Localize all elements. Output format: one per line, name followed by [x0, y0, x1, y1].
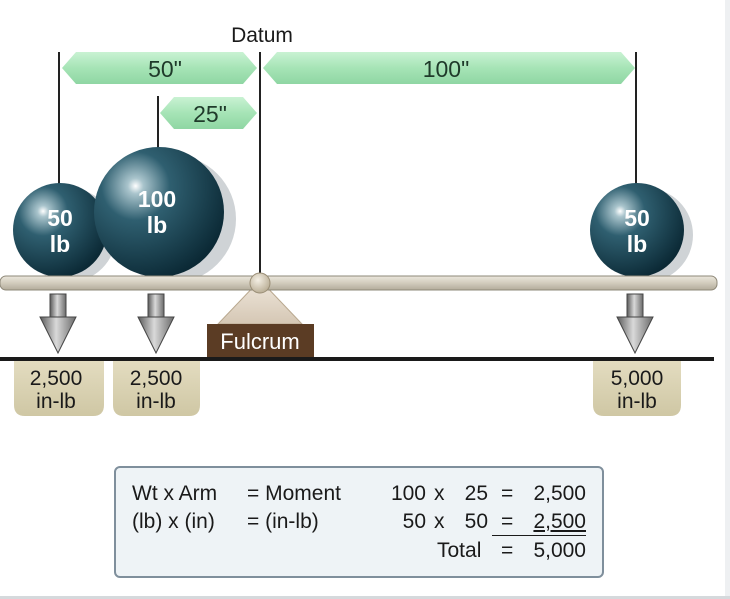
moment-tag-center: [113, 361, 200, 416]
datum-label: Datum: [231, 24, 293, 47]
moment-left-unit: in-lb: [36, 390, 76, 413]
formula-units-lb-in: (lb) x (in): [132, 510, 215, 533]
moment-center-value: 2,500: [130, 367, 183, 390]
formula-total-value: 5,000: [533, 539, 586, 562]
moment-right-unit: in-lb: [617, 390, 657, 413]
footer-divider: [0, 596, 730, 599]
page-edge: [725, 0, 730, 599]
arm-100-label: 100": [423, 56, 470, 82]
down-arrow-icon: [39, 293, 77, 355]
formula-row1-arm: 25: [464, 482, 488, 505]
formula-row1-equals: =: [501, 482, 514, 505]
arm-50-label: 50": [148, 56, 182, 82]
formula-units-in-lb: = (in-lb): [247, 510, 319, 533]
formula-row2-weight: 50: [402, 510, 426, 533]
down-arrow-icon: [137, 293, 175, 355]
arm-50-arrow: [62, 52, 257, 84]
moment-tag-right: [593, 361, 681, 416]
fulcrum-base: [207, 324, 314, 358]
moment-tag-left: [14, 361, 104, 416]
total-rule: [492, 535, 586, 536]
formula-header-moment: = Moment: [247, 482, 341, 505]
moment-formula-box: [114, 466, 604, 578]
formula-header-wt-arm: Wt x Arm: [132, 482, 218, 505]
formula-row2-arm: 50: [464, 510, 488, 533]
left-weight-value: 50: [47, 205, 73, 231]
formula-row2-result: 2,500: [533, 510, 586, 533]
formula-total-label: Total: [437, 539, 482, 562]
fulcrum-pivot: [249, 272, 271, 294]
right-weight-value: 50: [624, 205, 650, 231]
right-weight-ball: [590, 183, 684, 277]
moment-center-unit: in-lb: [136, 390, 176, 413]
moment-right-value: 5,000: [611, 367, 664, 390]
moment-left-value: 2,500: [30, 367, 83, 390]
formula-row1-times: x: [434, 482, 445, 505]
formula-row2-equals: =: [501, 510, 514, 533]
formula-row1-weight: 100: [390, 482, 426, 505]
left-weight-ball: [13, 183, 107, 277]
arm-25-label: 25": [193, 101, 227, 127]
arm-100-arrow: [263, 52, 635, 84]
down-arrow-icon: [616, 293, 654, 355]
formula-row1-result: 2,500: [533, 482, 586, 505]
arm-25-arrow: [160, 97, 257, 129]
balance-beam: [0, 275, 718, 291]
center-weight-ball: [94, 147, 224, 277]
ground-line: [0, 357, 714, 361]
center-weight-value: 100: [138, 186, 176, 212]
fulcrum-label: Fulcrum: [220, 329, 299, 354]
center-weight-unit: lb: [147, 212, 167, 238]
formula-row2-times: x: [434, 510, 445, 533]
right-weight-unit: lb: [627, 231, 647, 257]
left-weight-unit: lb: [50, 231, 70, 257]
formula-total-equals: =: [501, 539, 514, 562]
